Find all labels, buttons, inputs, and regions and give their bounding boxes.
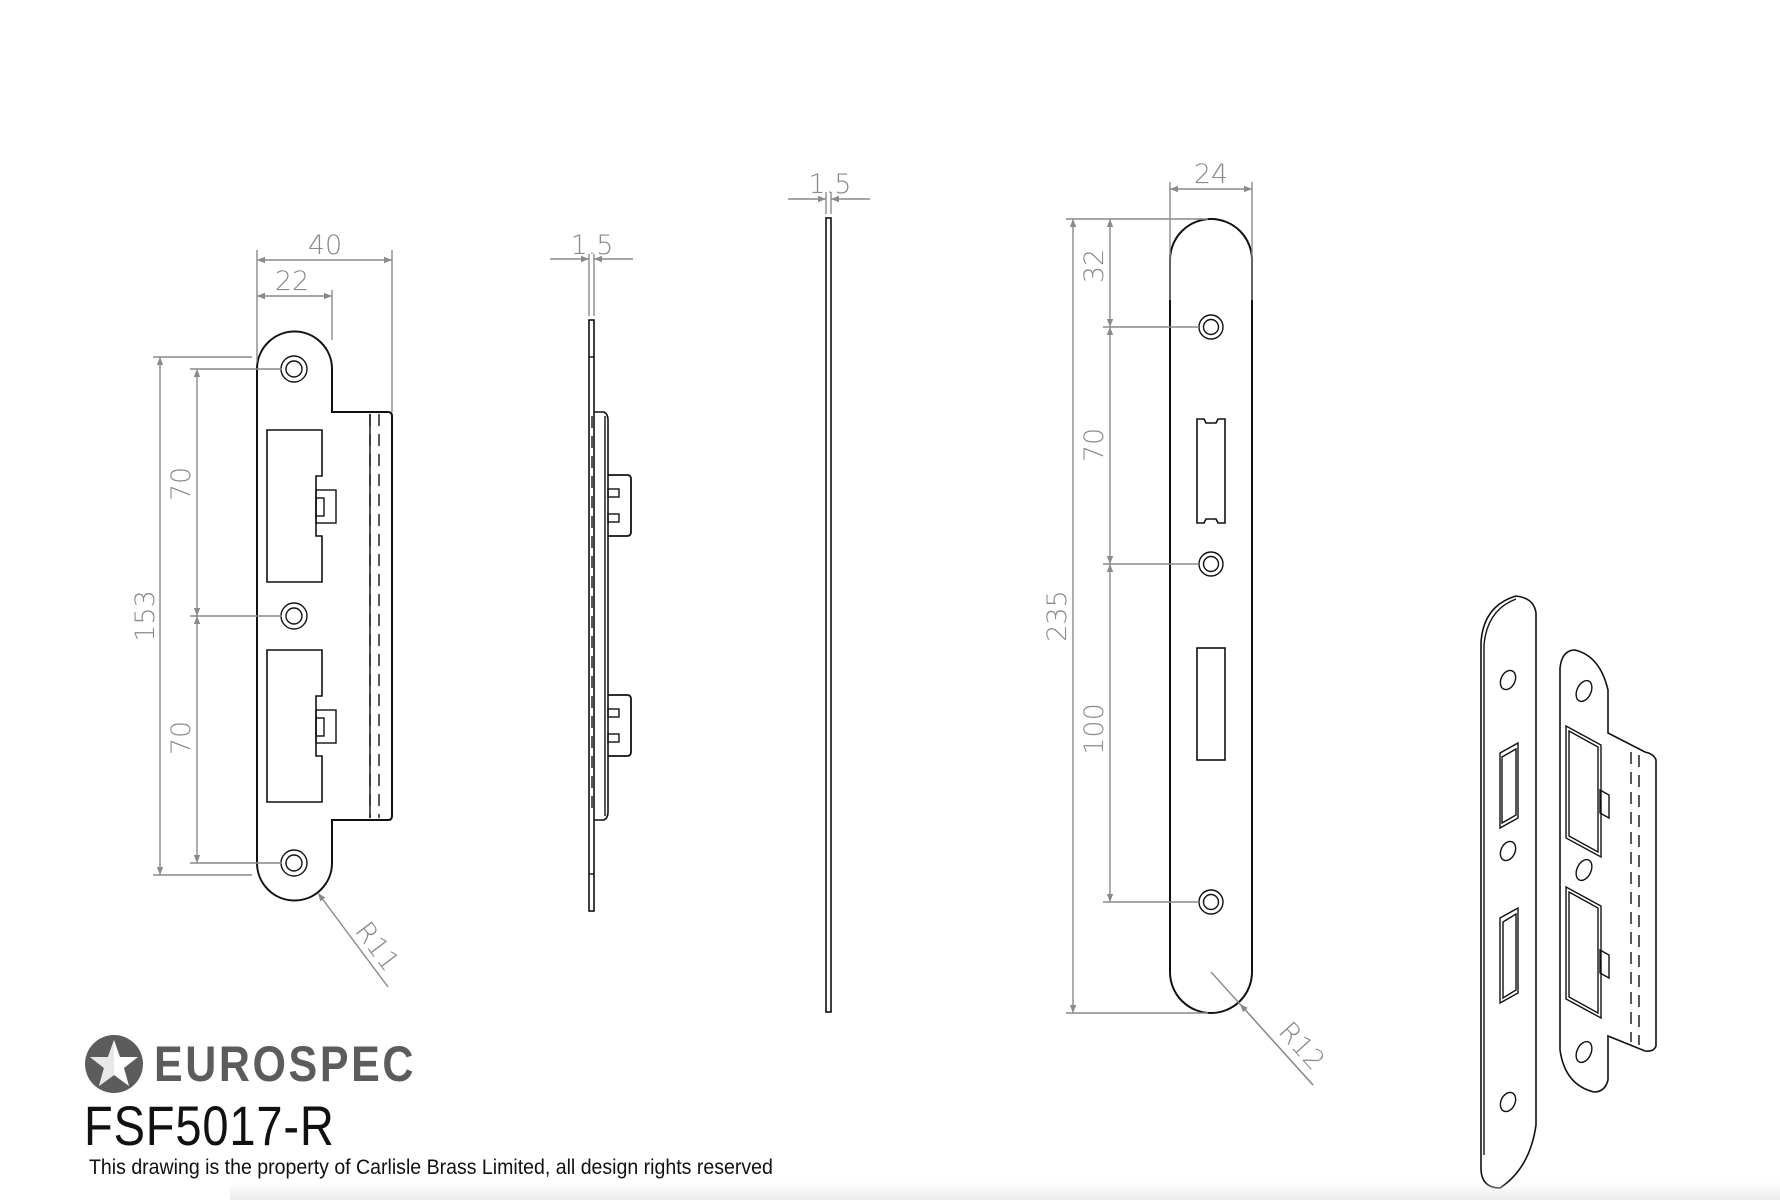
dim-corner-radius: R11	[348, 916, 405, 977]
latch-cutout	[266, 429, 323, 583]
brand-name: EUROSPEC	[154, 1036, 416, 1092]
screw-hole-icon	[280, 355, 308, 383]
screw-hole-icon	[1198, 889, 1224, 915]
deadbolt-cutout	[266, 649, 323, 803]
screw-hole-icon	[280, 602, 308, 630]
front-forend-view: 24 235 32 70 100 R12	[1042, 159, 1331, 1086]
latch-slot	[1196, 418, 1226, 524]
dim-end-radius: R12	[1272, 1016, 1331, 1076]
side-strike-view: 1.5	[550, 230, 633, 912]
dim-forend-lower-pitch: 100	[1079, 703, 1110, 755]
dim-overall-length: 235	[1042, 590, 1073, 642]
dim-forend-width: 24	[1194, 159, 1228, 190]
dim-tab-width: 22	[275, 266, 309, 297]
dim-strike-thickness: 1.5	[571, 230, 614, 261]
strike-plate-outline	[256, 330, 393, 902]
front-strike-view: 40 22 153 70 70 R11	[130, 230, 405, 988]
dim-forend-upper-pitch: 70	[1079, 428, 1110, 462]
side-forend-view: 1.5	[788, 169, 870, 1013]
isometric-view	[1480, 595, 1657, 1189]
brand-block: EUROSPEC	[84, 1034, 459, 1094]
dim-upper-pitch: 70	[166, 467, 197, 501]
dim-lower-pitch: 70	[166, 721, 197, 755]
product-code: FSF5017-R	[84, 1094, 335, 1157]
bottom-shadow	[230, 1182, 1780, 1200]
screw-hole-icon	[280, 849, 308, 877]
bolt-slot	[1196, 647, 1226, 761]
dim-overall-width: 40	[308, 230, 342, 261]
dim-forend-thickness: 1.5	[809, 169, 852, 200]
star-in-circle-icon	[85, 1035, 143, 1093]
screw-hole-icon	[1198, 551, 1224, 577]
copyright-caption: This drawing is the property of Carlisle…	[89, 1156, 773, 1179]
screw-hole-icon	[1198, 314, 1224, 340]
forend-plate-outline	[1169, 218, 1253, 1014]
dim-top-to-hole: 32	[1079, 249, 1110, 283]
dim-hole-span: 153	[130, 590, 161, 642]
